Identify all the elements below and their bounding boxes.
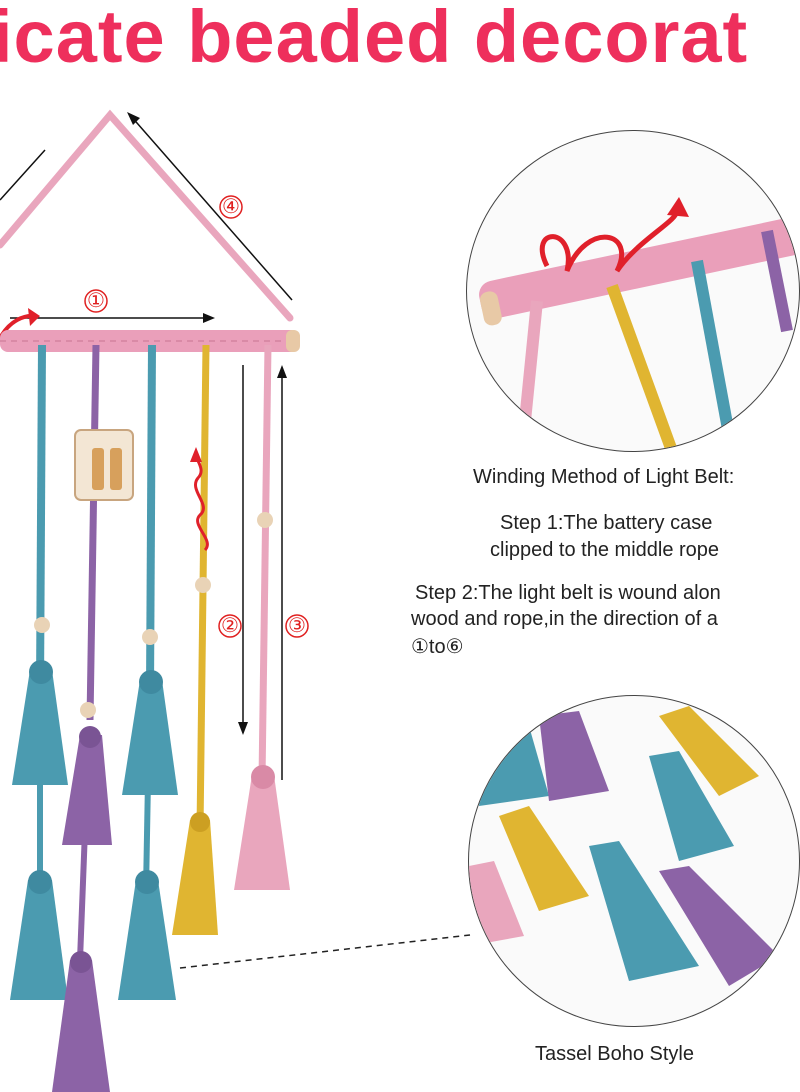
step-label-1: ① (87, 288, 105, 312)
dimension-line-top-left (0, 149, 46, 201)
step-label-2: ② (221, 613, 239, 637)
teal-tassel (122, 680, 178, 795)
wood-bead (195, 577, 211, 593)
winding-heading: Winding Method of Light Belt: (473, 466, 735, 488)
yellow-tassel (499, 806, 589, 911)
step2-line3: ①to⑥ (411, 636, 464, 658)
tassel-detail-circle (468, 695, 800, 1027)
dimension-arrowhead-2 (238, 722, 248, 735)
wood-bead (80, 702, 96, 718)
wood-rod-end (480, 291, 502, 326)
dimension-line-4 (129, 114, 293, 301)
teal-tassel-knot (139, 670, 163, 694)
step1-line2: clipped to the middle rope (490, 539, 720, 561)
red-spiral-arrowhead (190, 447, 202, 462)
teal-tassel (649, 751, 734, 861)
teal-strand (691, 259, 738, 451)
battery (92, 448, 104, 490)
wood-rod (479, 217, 799, 319)
purple-tassel (62, 735, 112, 845)
purple-tassel (539, 711, 609, 801)
purple-tassel (52, 960, 110, 1092)
pink-tassel (469, 861, 524, 946)
wood-bead (34, 617, 50, 633)
pink-tassel (234, 775, 290, 890)
tassel-caption: Tassel Boho Style (535, 1043, 694, 1065)
dashed-connector (179, 934, 471, 969)
teal-tassel (118, 880, 176, 1000)
red-loop-arrowhead (667, 197, 689, 217)
pink-strand (258, 344, 272, 781)
yellow-tassel (172, 820, 218, 935)
dimension-arrowhead-1 (203, 313, 215, 323)
teal-tassel (10, 880, 68, 1000)
step-label-4: ④ (222, 194, 240, 218)
yellow-strand (606, 283, 678, 451)
step-number-circle (84, 289, 108, 313)
step-number-circle (285, 614, 309, 638)
red-spiral-arrow (194, 454, 209, 552)
teal-tassel-knot (29, 660, 53, 684)
battery (110, 448, 122, 490)
red-arrowhead-1 (28, 308, 40, 326)
teal-tassel-knot (28, 870, 52, 894)
step2-line2: wood and rope,in the direction of a (411, 608, 718, 630)
winding-detail-illustration (479, 197, 799, 451)
page-title: icate beaded decorat (0, 0, 749, 78)
dimension-arrowhead-4 (127, 112, 140, 125)
winding-detail-circle (466, 130, 800, 452)
hanging-rope (0, 109, 294, 322)
step-number-circle (218, 614, 242, 638)
purple-tassel-knot (70, 951, 92, 973)
pink-tassel-knot (251, 765, 275, 789)
tassel-detail-illustration (469, 706, 779, 986)
step-number-circle (219, 195, 243, 219)
step1-line1: Step 1:The battery case (500, 512, 713, 534)
yellow-tassel (659, 706, 759, 796)
teal-tassel (12, 670, 68, 785)
teal-strand-1 (36, 344, 46, 691)
step2-line1: Step 2:The light belt is wound alon (415, 582, 721, 604)
red-loop-arrow (539, 210, 680, 273)
teal-tassel-knot (135, 870, 159, 894)
wood-bead (142, 629, 158, 645)
purple-strand-1 (86, 344, 100, 721)
wood-rod-end (286, 330, 300, 352)
step-label-3: ③ (288, 613, 306, 637)
wood-rod (0, 330, 300, 352)
teal-tassel (589, 841, 699, 981)
wood-bead (257, 512, 273, 528)
purple-tassel-knot (79, 726, 101, 748)
purple-strand-1-lower (77, 829, 88, 961)
purple-tassel (659, 866, 779, 986)
dimension-arrowhead-3 (277, 365, 287, 378)
purple-strand (761, 229, 793, 333)
yellow-tassel-knot (190, 812, 210, 832)
